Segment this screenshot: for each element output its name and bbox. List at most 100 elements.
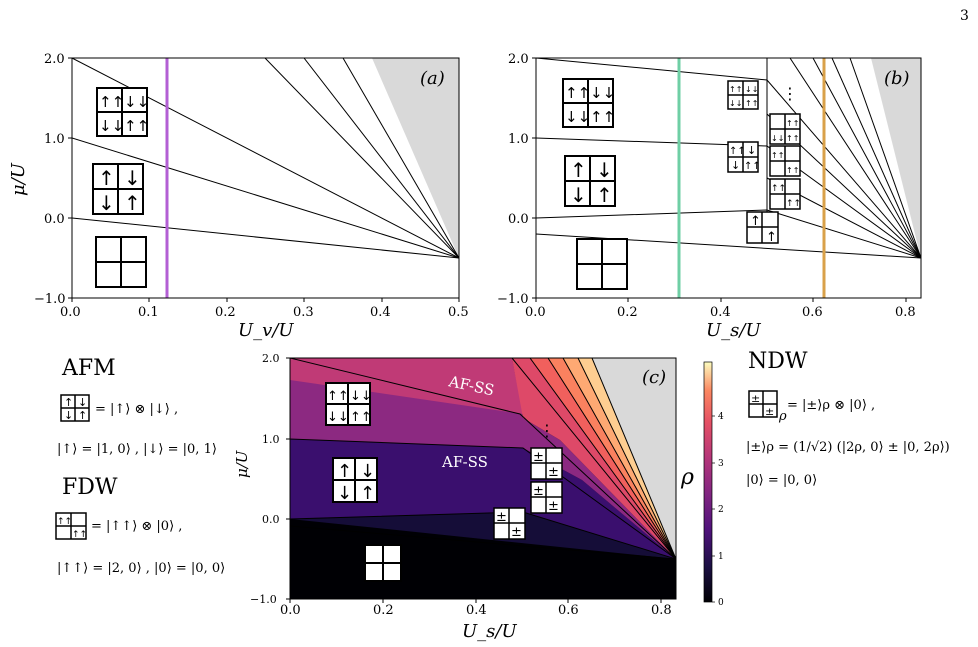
- panel-b-xlabel: U_s/U: [706, 320, 761, 341]
- panel-c-vacuum-plaquette: [364, 544, 402, 582]
- svg-text:↑: ↑: [596, 183, 613, 207]
- svg-text:↓↓: ↓↓: [590, 84, 615, 102]
- panel-b-small-plaquette-1: ↑↑↓↓ ↓↓↑↑: [727, 80, 759, 110]
- colorbar-tick: 3: [718, 459, 724, 469]
- svg-text:↓: ↓: [64, 409, 73, 422]
- panel-b-ytick-label: 0.0: [508, 212, 529, 227]
- panel-c-xtick-label: 0.2: [373, 603, 394, 618]
- svg-text:↓↓: ↓↓: [771, 134, 784, 143]
- panel-c-yticks: −1.0 0.0 1.0 2.0: [250, 352, 290, 606]
- svg-text:↑↑: ↑↑: [771, 151, 784, 160]
- svg-text:↑↑: ↑↑: [744, 161, 761, 172]
- panel-c-xtick-label: 0.8: [651, 603, 672, 618]
- svg-text:↓↓: ↓↓: [99, 117, 124, 135]
- panel-c-xtick-label: 0.4: [466, 603, 487, 618]
- panel-c-ndw-plaquette-2: ±±: [530, 481, 563, 514]
- svg-text:↑↑: ↑↑: [786, 119, 799, 128]
- panel-a-ytick-label: −1.0: [34, 292, 66, 307]
- panel-a-xtick-label: 0.1: [138, 305, 159, 320]
- panel-a-boundary-line: [342, 58, 459, 259]
- svg-text:±: ±: [751, 392, 760, 405]
- fdw-equation: = |↑↑⟩ ⊗ |0⟩ ,: [91, 519, 182, 534]
- panel-c-boundary-line: [591, 358, 676, 560]
- afm-basis: |↑⟩ = |1, 0⟩ , |↓⟩ = |0, 1⟩: [57, 442, 217, 457]
- svg-text:±: ±: [548, 465, 559, 480]
- panel-b-yticks: −1.0 0.0 1.0 2.0: [497, 52, 536, 307]
- colorbar-tick: 0: [718, 598, 724, 608]
- svg-text:↑↑: ↑↑: [72, 530, 87, 540]
- panel-c-boundary-line: [290, 525, 676, 560]
- region-upper-band: [290, 358, 676, 559]
- svg-text:ρ: ρ: [778, 409, 787, 424]
- afm-equation: = |↑⟩ ⊗ |↓⟩ ,: [95, 402, 178, 417]
- panel-a: (a) 0.0 0.1 0.2 0.3 0.4 0.5 −1.0 0.0 1.0…: [8, 52, 469, 341]
- afm-icon: ↑↓ ↓↑: [60, 394, 90, 422]
- svg-text:↑: ↑: [124, 191, 141, 215]
- ndw-vacuum: |0⟩ = |0, 0⟩: [746, 473, 817, 488]
- svg-text:↑: ↑: [766, 230, 777, 245]
- panel-b-stacked-plaquettes: ↑↑↓↓↑↑ ↑↑↑↑ ↑↑↑↑: [769, 113, 801, 210]
- svg-text:↓: ↓: [731, 159, 740, 172]
- svg-text:↑↑: ↑↑: [786, 199, 801, 209]
- panel-a-ylabel: μ/U: [8, 162, 29, 196]
- svg-text:↑: ↑: [360, 483, 375, 504]
- panel-a-tag: (a): [420, 68, 445, 89]
- panel-b-frame: [535, 57, 922, 299]
- colorbar-tick: 1: [718, 552, 724, 562]
- panel-b-xtick-label: 0.0: [525, 305, 546, 320]
- panel-a-xtick-label: 0.2: [215, 305, 236, 320]
- panel-a-afm-plaquette: ↑↑↓↓ ↓↓↑↑: [96, 87, 149, 137]
- svg-text:↑↑: ↑↑: [327, 389, 349, 404]
- svg-text:↓↓: ↓↓: [350, 389, 372, 404]
- colorbar-label: ρ: [680, 465, 694, 490]
- svg-text:↑↑: ↑↑: [57, 517, 72, 527]
- panel-a-frame: [71, 57, 460, 299]
- panel-c-frame: [289, 357, 677, 600]
- panel-a-xlabel: U_v/U: [238, 320, 294, 341]
- panel-c-heatmap: [290, 358, 676, 599]
- panel-a-boundary-line: [264, 58, 459, 259]
- panel-b-xticks: 0.0 0.2 0.4 0.6 0.8: [525, 298, 916, 320]
- svg-text:↑: ↑: [750, 214, 761, 229]
- panel-c-ytick-label: 2.0: [262, 352, 280, 365]
- ndw-title: NDW: [748, 349, 808, 374]
- svg-text:±: ±: [511, 525, 522, 540]
- panel-c-boundary-line: [290, 438, 676, 560]
- panel-c-ellipsis: ⋮: [539, 421, 555, 440]
- svg-text:↓↓: ↓↓: [745, 85, 758, 94]
- panel-b-ellipsis: ⋮: [782, 84, 798, 103]
- panel-a-fdw-plaquette: ↑↓ ↓↑: [92, 163, 144, 215]
- svg-text:↑↑: ↑↑: [350, 410, 372, 425]
- svg-text:±: ±: [548, 499, 559, 514]
- panel-c-tag: (c): [642, 367, 666, 388]
- svg-text:↑↑: ↑↑: [786, 134, 799, 143]
- panel-b-ytick-label: 2.0: [508, 52, 529, 67]
- svg-text:↑↑: ↑↑: [771, 184, 786, 194]
- panel-c-boundary-line: [547, 358, 676, 560]
- panel-c-boundary-line: [511, 358, 676, 560]
- panel-c-ndw-plaquette-3: ±±: [493, 507, 526, 540]
- panel-b-boundary-line: [789, 58, 921, 259]
- svg-text:↑↑: ↑↑: [786, 166, 799, 175]
- panel-b-boundary-line: [831, 58, 921, 259]
- panel-a-ytick-label: 1.0: [44, 132, 65, 147]
- panel-b-vacuum-plaquette: [576, 238, 628, 290]
- panel-a-yticks: −1.0 0.0 1.0 2.0: [34, 52, 72, 307]
- fdw-icon: ↑↑↑↑: [55, 512, 87, 540]
- legend-afm: AFM ↑↓ ↓↑ = |↑⟩ ⊗ |↓⟩ , |↑⟩ = |1, 0⟩ , |…: [57, 356, 217, 457]
- panel-b-xtick-label: 0.4: [710, 305, 731, 320]
- panel-a-ytick-label: 2.0: [44, 52, 65, 67]
- panel-c-ylabel: μ/U: [233, 449, 251, 478]
- svg-text:↑↑: ↑↑: [745, 99, 758, 108]
- panel-b-ytick-label: −1.0: [497, 292, 529, 307]
- legend-ndw: NDW ±± ρ = |±⟩ρ ⊗ |0⟩ , |±⟩ρ = (1/√2) (|…: [746, 349, 950, 488]
- svg-text:↑: ↑: [570, 158, 587, 182]
- panel-b-afm-plaquette: ↑↑↓↓ ↓↓↑↑: [562, 78, 615, 128]
- ndw-icon: ±± ρ: [748, 390, 787, 424]
- panel-c-fdw-plaquette: ↑↓ ↓↑: [332, 457, 378, 504]
- svg-text:↓: ↓: [78, 396, 87, 409]
- panel-b-tag: (b): [884, 68, 910, 89]
- svg-text:±: ±: [496, 510, 507, 525]
- panel-a-xtick-label: 0.4: [370, 305, 391, 320]
